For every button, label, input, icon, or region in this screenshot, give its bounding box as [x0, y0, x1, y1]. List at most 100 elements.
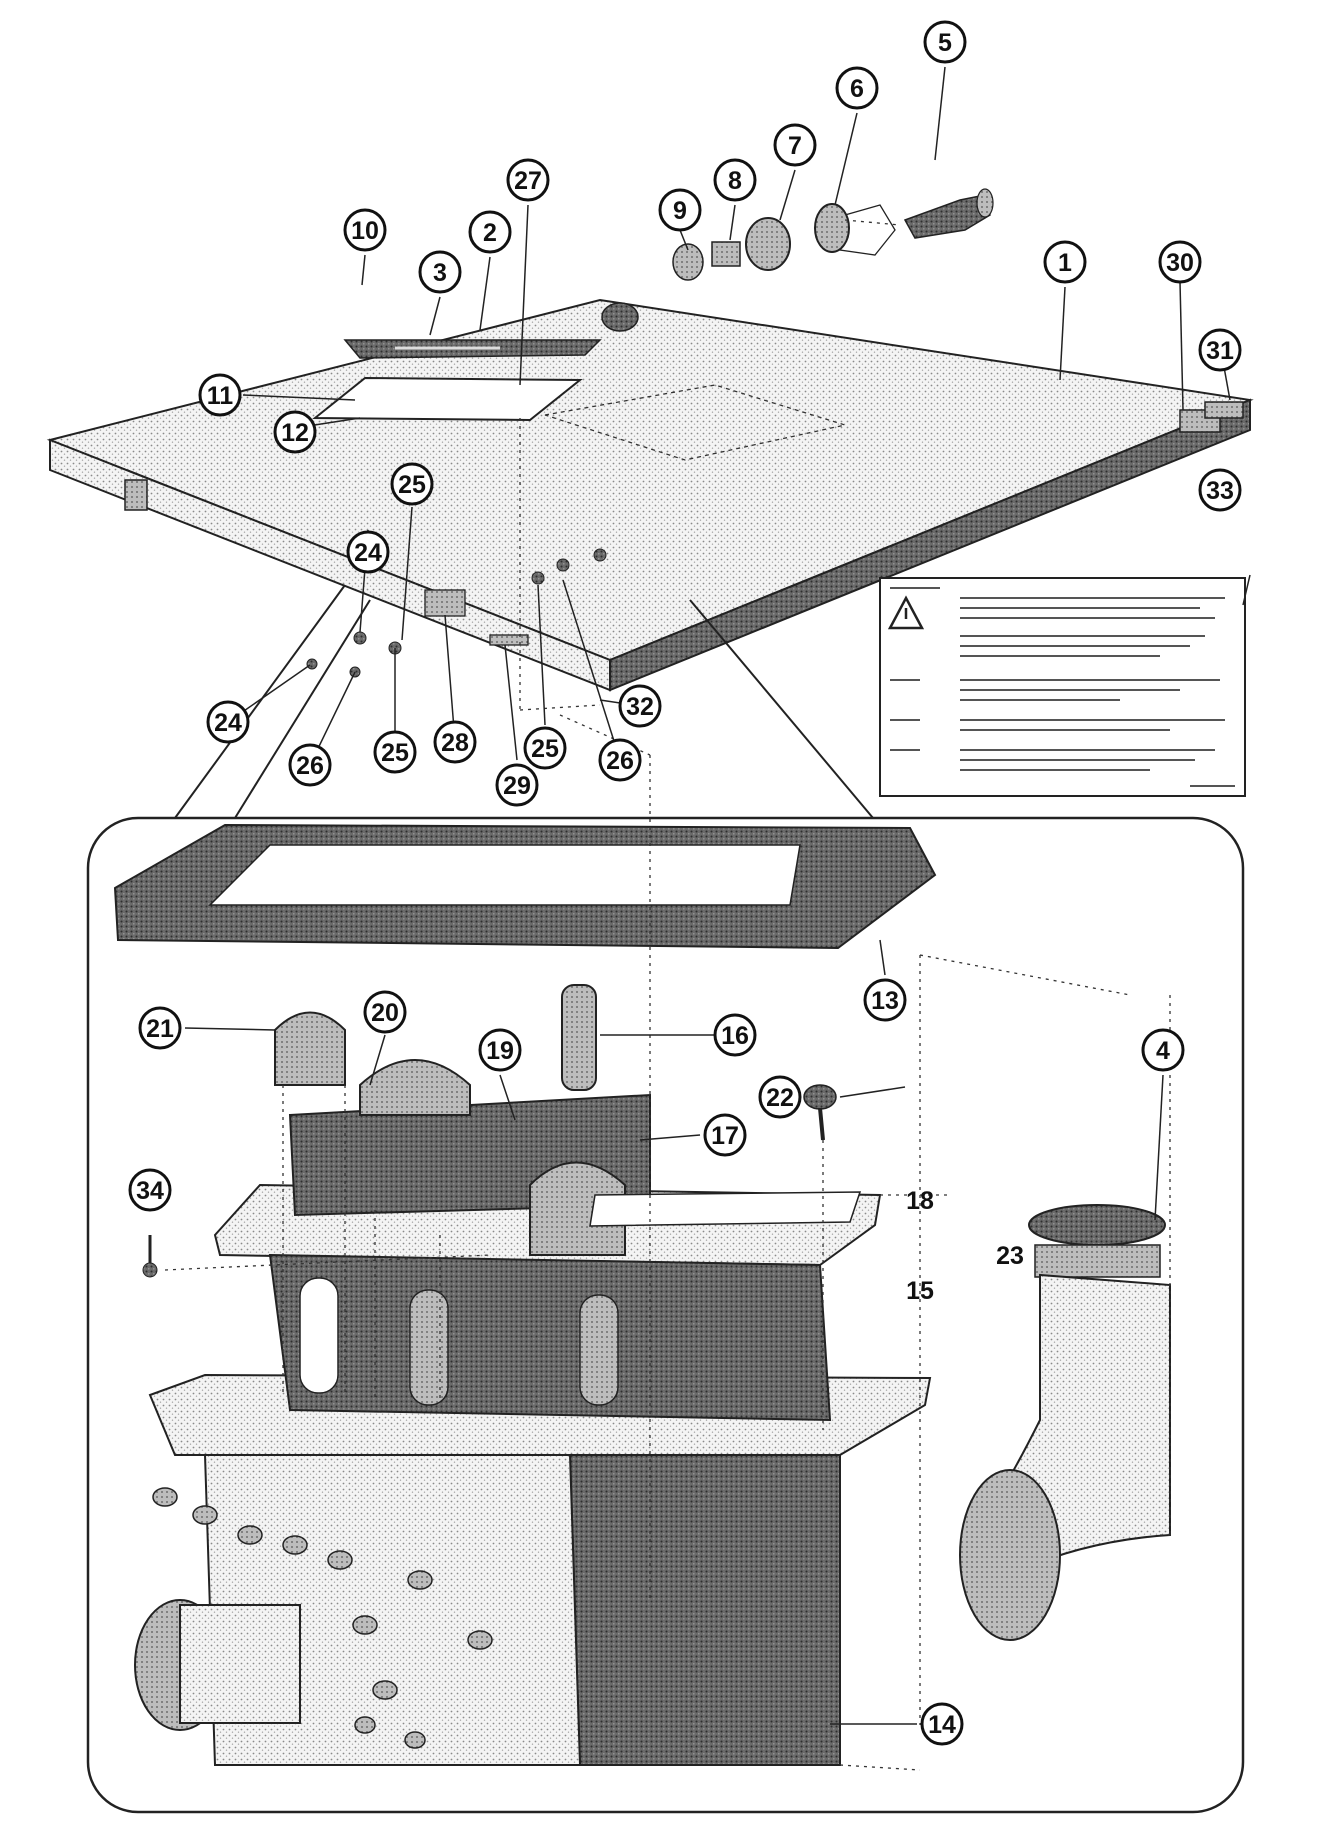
- callout-circle: [468, 210, 512, 254]
- callout-number: 33: [1206, 477, 1234, 505]
- cap-part: [274, 1011, 346, 1086]
- callout-circle: [1198, 328, 1242, 372]
- callout-circle: [523, 726, 567, 770]
- callout-number: 32: [626, 693, 654, 721]
- callout-26: 26: [598, 738, 642, 782]
- callout-32: 32: [618, 684, 662, 728]
- callout-8: 8: [713, 158, 757, 202]
- callout-number: 25: [398, 471, 426, 499]
- callout-10: 10: [343, 208, 387, 252]
- callout-16: 16: [713, 1013, 757, 1057]
- callout-circle: [598, 738, 642, 782]
- callout-28: 28: [433, 720, 477, 764]
- callout-circle: [343, 208, 387, 252]
- callout-number: 16: [721, 1022, 749, 1050]
- callout-circle: [703, 1113, 747, 1157]
- callout-12: 12: [273, 410, 317, 454]
- callout-20: 20: [363, 990, 407, 1034]
- callout-25: 25: [390, 462, 434, 506]
- callout-2: 2: [468, 210, 512, 254]
- callout-15: 15: [906, 1277, 934, 1305]
- callout-circle: [363, 990, 407, 1034]
- callout-31: 31: [1198, 328, 1242, 372]
- gasket-frame: [113, 823, 937, 950]
- callout-number: 3: [433, 259, 447, 287]
- callout-5: 5: [923, 20, 967, 64]
- callout-19: 19: [478, 1028, 522, 1072]
- callout-number: 34: [136, 1177, 164, 1205]
- callout-circle: [198, 373, 242, 417]
- callout-number: 6: [850, 75, 864, 103]
- callout-number: 25: [531, 735, 559, 763]
- callout-number: 30: [1166, 249, 1194, 277]
- callout-circle: [433, 720, 477, 764]
- callout-number: 10: [351, 217, 379, 245]
- callout-number: 17: [711, 1122, 739, 1150]
- lock-assembly: [672, 188, 994, 281]
- callout-number: 21: [146, 1015, 174, 1043]
- callout-number: 27: [514, 167, 542, 195]
- callout-number: 14: [928, 1711, 956, 1739]
- screw-part: [803, 1084, 837, 1141]
- pump-housing: [134, 1373, 932, 1766]
- callout-circle: [288, 743, 332, 787]
- callout-3: 3: [418, 250, 462, 294]
- callout-circle: [373, 730, 417, 774]
- small-screw-34: [142, 1235, 158, 1278]
- callout-number: 26: [296, 752, 324, 780]
- callout-34: 34: [128, 1168, 172, 1212]
- callout-circle: [273, 410, 317, 454]
- callout-number: 11: [207, 382, 234, 410]
- callout-number: 29: [503, 772, 531, 800]
- callout-circle: [835, 66, 879, 110]
- callout-circle: [128, 1168, 172, 1212]
- callout-circle: [923, 20, 967, 64]
- callout-circle: [506, 158, 550, 202]
- callout-number: 8: [728, 167, 742, 195]
- callout-circle: [618, 684, 662, 728]
- elbow-part: [959, 1204, 1171, 1641]
- callout-number: 26: [606, 747, 634, 775]
- callout-number: 25: [381, 739, 409, 767]
- callout-11: 11: [198, 373, 242, 417]
- callout-circle: [346, 530, 390, 574]
- callout-number: 18: [906, 1187, 934, 1215]
- callout-number: 15: [906, 1277, 934, 1305]
- sleeve-part: [561, 984, 597, 1091]
- callout-13: 13: [863, 978, 907, 1022]
- callout-number: 7: [788, 132, 802, 160]
- callout-circle: [138, 1006, 182, 1050]
- callout-24: 24: [206, 700, 250, 744]
- callout-number: 31: [1206, 337, 1234, 365]
- callout-circle: [206, 700, 250, 744]
- callout-number: 9: [673, 197, 687, 225]
- callout-25: 25: [373, 730, 417, 774]
- callout-number: 23: [996, 1242, 1024, 1270]
- callout-number: 24: [214, 709, 242, 737]
- callout-circle: [1158, 240, 1202, 284]
- callout-6: 6: [835, 66, 879, 110]
- callout-21: 21: [138, 1006, 182, 1050]
- callout-9: 9: [658, 188, 702, 232]
- callout-number: 20: [371, 999, 399, 1027]
- callout-4: 4: [1141, 1028, 1185, 1072]
- callout-number: 24: [354, 539, 382, 567]
- callout-number: 13: [871, 987, 899, 1015]
- callout-number: 1: [1058, 249, 1072, 277]
- detail-panel: [86, 574, 1251, 1814]
- plate-part: [589, 1191, 862, 1227]
- callout-33: 33: [1198, 468, 1242, 512]
- callout-number: 22: [766, 1084, 794, 1112]
- callout-number: 5: [938, 29, 952, 57]
- callout-circle: [418, 250, 462, 294]
- callout-26: 26: [288, 743, 332, 787]
- callout-circle: [658, 188, 702, 232]
- hatch-plate: [343, 339, 602, 359]
- callout-23: 23: [996, 1242, 1024, 1270]
- callout-30: 30: [1158, 240, 1202, 284]
- lid-panel: [46, 298, 1254, 692]
- warning-label: [879, 577, 1246, 797]
- callout-circle: [390, 462, 434, 506]
- callout-circle: [713, 158, 757, 202]
